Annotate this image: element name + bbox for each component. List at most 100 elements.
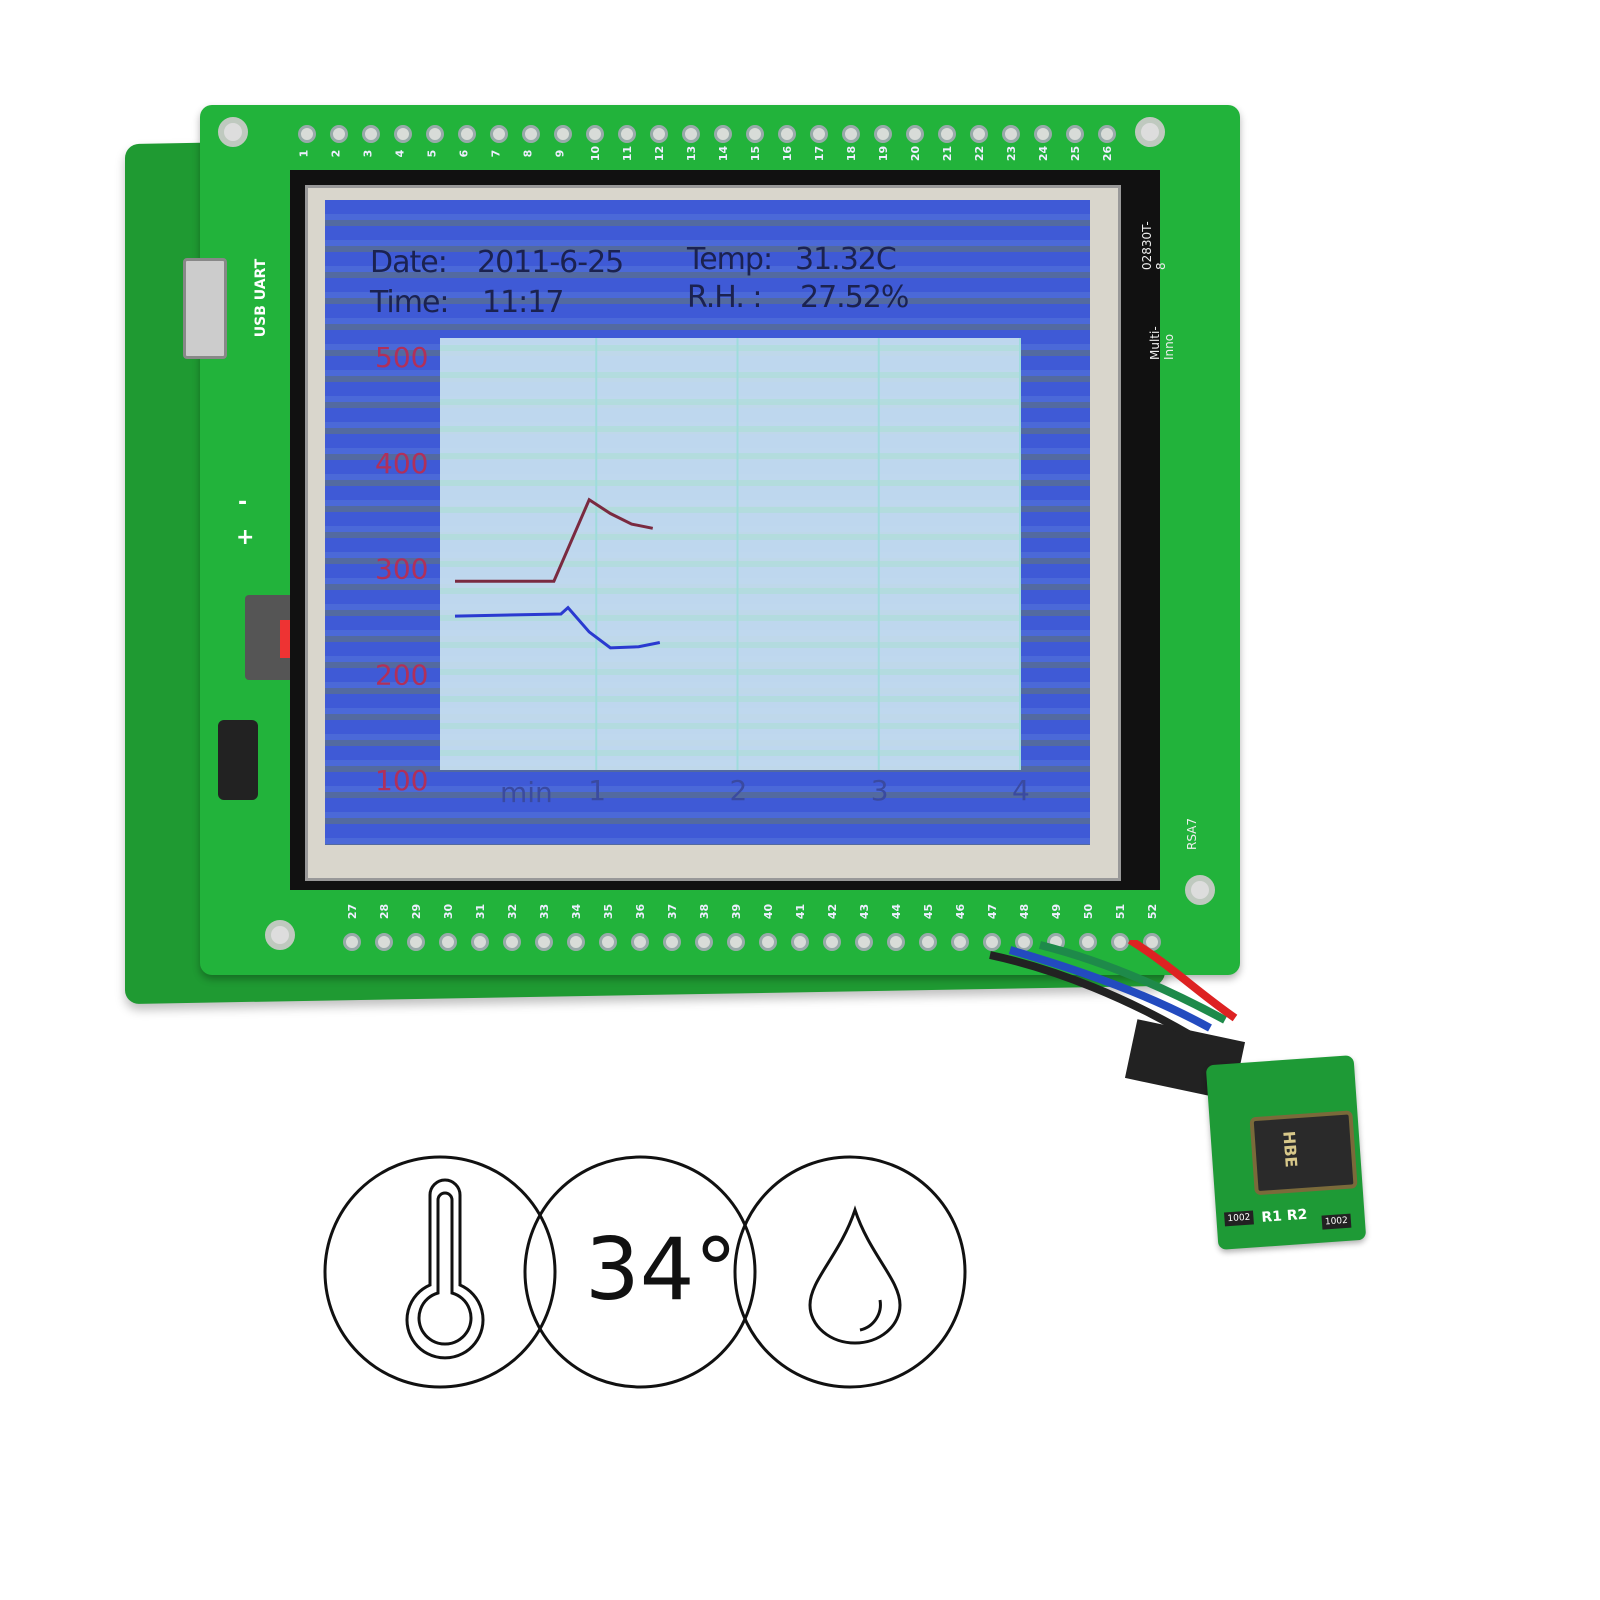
pin-number: 9: [553, 149, 567, 158]
header-pin: [906, 125, 924, 143]
temp-label: Temp:: [687, 242, 773, 277]
date-value: 2011-6-25: [477, 245, 624, 280]
time-label: Time:: [370, 285, 450, 320]
header-pin: [1079, 933, 1097, 951]
pin-number: 29: [410, 903, 424, 920]
pin-number: 40: [762, 903, 776, 920]
temperature-reading: 34°: [585, 1220, 738, 1320]
header-pin: [631, 933, 649, 951]
scanline: [440, 507, 1020, 513]
header-pin: [791, 933, 809, 951]
scanline: [440, 426, 1020, 432]
header-pin: [522, 125, 540, 143]
pin-number: 23: [1005, 145, 1019, 162]
header-pin: [618, 125, 636, 143]
header-pin: [394, 125, 412, 143]
usb-port[interactable]: [183, 258, 227, 359]
header-pin: [855, 933, 873, 951]
y-tick-label: 400: [375, 447, 428, 480]
pin-number: 16: [781, 145, 795, 162]
header-pin: [682, 125, 700, 143]
header-pin: [599, 933, 617, 951]
pin-number: 4: [393, 149, 407, 158]
header-pin: [1098, 125, 1116, 143]
rh-value: 27.52%: [800, 280, 909, 315]
pin-number: 45: [922, 903, 936, 920]
pin-number: 28: [378, 903, 392, 920]
header-pin: [567, 933, 585, 951]
scanline: [440, 399, 1020, 405]
pin-number: 12: [653, 145, 667, 162]
pin-number: 44: [890, 903, 904, 920]
x-tick-label: 3: [871, 774, 889, 807]
scanline: [440, 372, 1020, 378]
header-pin: [375, 933, 393, 951]
silkscreen-label: R1 R2: [1260, 1206, 1308, 1226]
header-pin: [343, 933, 361, 951]
x-tick-label: 2: [730, 774, 748, 807]
pin-number: 14: [717, 145, 731, 162]
scanline: [440, 669, 1020, 675]
header-pin: [842, 125, 860, 143]
pin-number: 25: [1069, 145, 1083, 162]
header-pin: [407, 933, 425, 951]
pin-number: 5: [425, 149, 439, 158]
pin-number: 7: [489, 149, 503, 158]
pin-number: 42: [826, 903, 840, 920]
lcd-screen[interactable]: Date: 2011-6-25 Time: 11:17 Temp: 31.32C…: [325, 200, 1090, 845]
scanline: [440, 345, 1020, 351]
sensor-cable: [989, 940, 1238, 1039]
pin-number: 3: [361, 149, 375, 158]
pin-number: 18: [845, 145, 859, 162]
series-line: [454, 605, 661, 650]
pin-number: 51: [1114, 903, 1128, 920]
pin-number: 43: [858, 903, 872, 920]
header-pin: [919, 933, 937, 951]
pin-number: 34: [570, 903, 584, 920]
pin-number: 41: [794, 903, 808, 920]
time-value: 11:17: [482, 285, 564, 320]
pin-number: 13: [685, 145, 699, 162]
pin-number: 49: [1050, 903, 1064, 920]
pin-number: 36: [634, 903, 648, 920]
pin-number: 1: [297, 149, 311, 158]
header-pin: [535, 933, 553, 951]
pin-number: 15: [749, 145, 763, 162]
pin-number: 32: [506, 903, 520, 920]
header-pin: [951, 933, 969, 951]
header-pin: [1111, 933, 1129, 951]
header-pin: [458, 125, 476, 143]
header-pin: [554, 125, 572, 143]
header-pin: [1002, 125, 1020, 143]
mount-hole: [1135, 117, 1165, 147]
pin-number: 2: [329, 149, 343, 158]
scanline: [440, 480, 1020, 486]
usb-label: USB UART: [253, 258, 270, 338]
header-pin: [439, 933, 457, 951]
mount-hole: [265, 920, 295, 950]
header-pin: [1034, 125, 1052, 143]
pin-number: 24: [1037, 145, 1051, 162]
rh-label: R.H. :: [687, 280, 763, 315]
header-pin: [650, 125, 668, 143]
series-line: [455, 497, 654, 583]
pin-number: 21: [941, 145, 955, 162]
y-tick-label: 200: [375, 658, 428, 691]
feature-icons-graphic: [323, 1155, 967, 1389]
scanline: [440, 750, 1020, 756]
y-tick-label: 100: [375, 764, 428, 797]
header-pin: [887, 933, 905, 951]
sensor-module: HBE 1002 1002 R1 R2: [1205, 1055, 1367, 1250]
plus-label: +: [236, 525, 255, 550]
x-tick-label: 4: [1012, 774, 1030, 807]
y-tick-label: 500: [375, 341, 428, 374]
pin-number: 11: [621, 145, 635, 162]
header-pin: [695, 933, 713, 951]
audio-jack: [218, 720, 258, 800]
pin-number: 52: [1146, 903, 1160, 920]
header-pin: [1015, 933, 1033, 951]
header-pin: [810, 125, 828, 143]
scanline: [440, 615, 1020, 621]
scanline: [440, 696, 1020, 702]
